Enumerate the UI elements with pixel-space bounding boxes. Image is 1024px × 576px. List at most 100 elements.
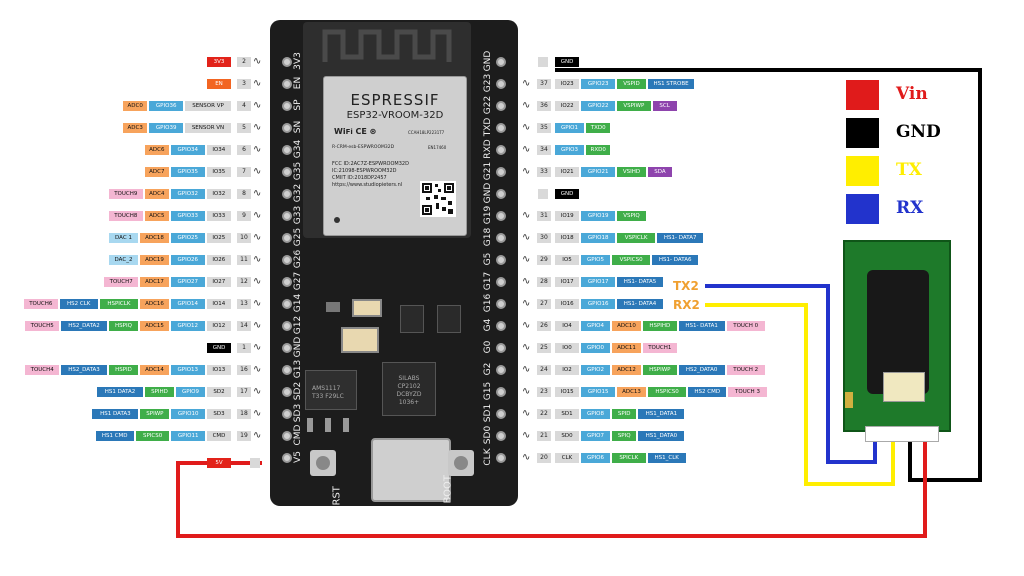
pin-number: 6	[237, 145, 251, 155]
module-ts: EN17460	[428, 145, 447, 150]
usb-uart-chip: SILABS CP2102 DCBYZD 1036+	[382, 362, 436, 416]
header-pin	[496, 299, 506, 309]
pin-function-label: IO33	[206, 211, 231, 221]
wire-connector-icon: ∿	[522, 408, 531, 419]
pin-number: 18	[237, 409, 251, 419]
pin-function-label: SPID	[612, 409, 637, 419]
pin-function-label: GPIO15	[581, 387, 615, 397]
regulator-leg	[307, 418, 313, 432]
pin-function-label: GPIO33	[171, 211, 205, 221]
wire-connector-icon: ∿	[253, 188, 262, 199]
header-pin	[496, 145, 506, 155]
wire-connector-icon: ∿	[253, 386, 262, 397]
header-pin	[496, 189, 506, 199]
transistor	[437, 305, 461, 333]
header-pin	[282, 79, 292, 89]
pin-number: 11	[237, 255, 251, 265]
pin-function-label: GPIO10	[171, 409, 205, 419]
pin-function-label: GPIO19	[581, 211, 615, 221]
header-pin	[496, 321, 506, 331]
wire-connector-icon: ∿	[522, 78, 531, 89]
pin-function-label: GPIO9	[176, 387, 205, 397]
pin-function-label: HSPIHD	[643, 321, 677, 331]
pin-function-label: IO21	[555, 167, 580, 177]
sensor-tab	[845, 392, 853, 408]
pin-function-label: TXD0	[586, 123, 611, 133]
pin-function-label: TOUCH1	[643, 343, 677, 353]
pin-function-label: GPIO32	[171, 189, 205, 199]
wire-connector-icon: ∿	[253, 100, 262, 111]
pin-function-label: HS1_DATA0	[638, 431, 685, 441]
pin-number: 36	[537, 101, 551, 111]
pin-function-label: GPIO21	[581, 167, 615, 177]
module-ids: FCC ID:2AC7Z-ESPWROOM32D IC:21098-ESPWRO…	[332, 161, 409, 189]
wire-connector-icon: ∿	[522, 276, 531, 287]
pin-function-label: IO26	[206, 255, 231, 265]
header-pin	[282, 387, 292, 397]
header-pin	[282, 255, 292, 265]
module-fcc: FCC ID:2AC7Z-ESPWROOM32D	[332, 161, 409, 167]
pin-number: 3	[237, 79, 251, 89]
pin-function-label: HSPID	[109, 365, 138, 375]
pin-number: 25	[537, 343, 551, 353]
pin-number: 24	[537, 365, 551, 375]
rx-wire	[705, 303, 895, 486]
wire-connector-icon: ∿	[522, 342, 531, 353]
pin-number	[250, 458, 260, 468]
pin-function-label: SPIWP	[140, 409, 170, 419]
header-pin	[496, 365, 506, 375]
pin-function-label: ADC16	[140, 299, 169, 309]
pin-function-label: SENSOR VP	[185, 101, 231, 111]
rst-button[interactable]	[310, 450, 336, 476]
pin-function-label: HS1_DATA1	[638, 409, 685, 419]
header-pin	[496, 79, 506, 89]
pin-function-label: GND	[555, 189, 579, 199]
pin-function-label: ADC3	[123, 123, 148, 133]
pin-function-label: HS1 STROBE	[648, 79, 694, 89]
antenna-trace	[322, 29, 452, 62]
pin-function-label: HS2 CMD	[688, 387, 727, 397]
pin-function-label: IO35	[206, 167, 231, 177]
voltage-regulator: AMS1117 T33 F29LC	[305, 370, 357, 410]
pin-function-label: TOUCH8	[109, 211, 143, 221]
pin-function-label: IO4	[555, 321, 579, 331]
header-pin	[282, 431, 292, 441]
pin-function-label: GPIO12	[171, 321, 205, 331]
module-ccah: CCAH18LP2231T7	[408, 130, 445, 135]
pin-function-label: GND	[207, 343, 231, 353]
pin-function-label: GPIO39	[149, 123, 183, 133]
pin-number: 26	[537, 321, 551, 331]
header-pin	[282, 299, 292, 309]
wire-connector-icon: ∿	[253, 364, 262, 375]
pin-function-label: IO14	[206, 299, 231, 309]
pin-function-label: TOUCH5	[25, 321, 59, 331]
wire-connector-icon: ∿	[253, 56, 262, 67]
pin-function-label: ADC12	[612, 365, 641, 375]
module-url: https://www.studiopieters.nl	[332, 182, 403, 188]
pin-function-label: IO32	[206, 189, 231, 199]
pin-number: 20	[537, 453, 551, 463]
pin-function-label: ADC11	[612, 343, 641, 353]
pin-function-label: VSPICLK	[617, 233, 656, 243]
smd-part	[326, 302, 340, 312]
wire-connector-icon: ∿	[253, 276, 262, 287]
pin-function-label: GPIO6	[581, 453, 610, 463]
pin-function-label: CMD	[207, 431, 231, 441]
pin-number: 17	[237, 387, 251, 397]
micro-usb-port[interactable]	[371, 438, 451, 502]
wire-connector-icon: ∿	[522, 320, 531, 331]
header-pin	[282, 343, 292, 353]
pin-number: 21	[537, 431, 551, 441]
wire-connector-icon: ∿	[253, 78, 262, 89]
legend-label: RX	[896, 198, 924, 218]
pin-function-label: GND	[555, 57, 579, 67]
pin-function-label: TOUCH4	[25, 365, 59, 375]
wire-connector-icon: ∿	[522, 430, 531, 441]
boot-button[interactable]	[448, 450, 474, 476]
pin-function-label: GPIO13	[171, 365, 205, 375]
header-pin	[282, 233, 292, 243]
rx2-label: RX2	[673, 298, 700, 312]
pin-function-label: IO34	[206, 145, 231, 155]
